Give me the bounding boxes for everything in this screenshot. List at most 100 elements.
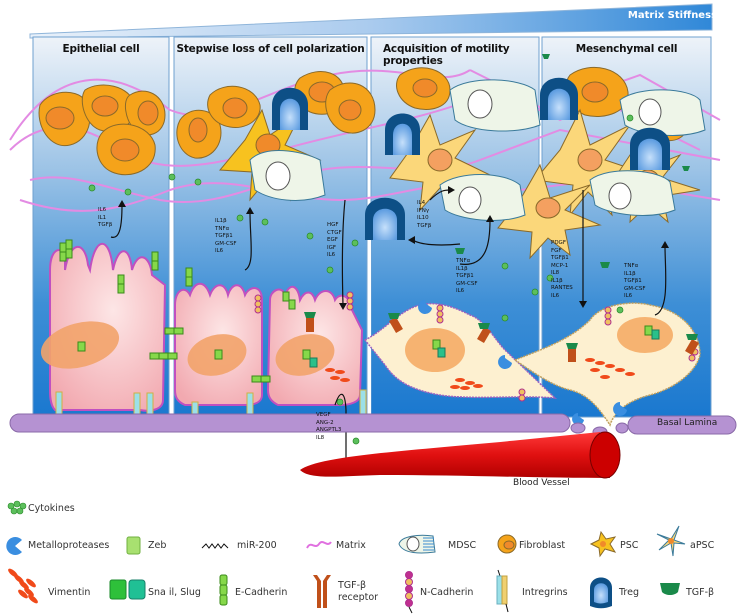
cytokine-label: GM-CSF — [215, 240, 237, 247]
basal-lamina-fragment — [570, 422, 586, 434]
vimentin-clusters — [325, 358, 635, 390]
n-cadherin-markers — [254, 291, 699, 402]
legend-label-tgf-beta: TGF-β — [686, 587, 715, 598]
motile-cell — [363, 303, 558, 399]
matrix-stiffness-label: Matrix Stiffness — [627, 10, 717, 21]
zeb-icon — [126, 536, 141, 555]
basal-lamina-label: Basal Lamina — [657, 418, 718, 428]
legend-label-integrins: Intregrins — [522, 587, 568, 598]
cytokine-label: GM-CSF — [624, 285, 646, 292]
snail-slug-icon — [109, 579, 146, 600]
mesenchymal-cell — [513, 302, 701, 427]
tgf-beta-icon — [660, 583, 680, 595]
cytokine-label: FGF — [551, 247, 562, 254]
basal-lamina-right — [627, 415, 737, 435]
basal-lamina-fragment — [615, 422, 629, 434]
cytokine-label: IL1β — [215, 218, 227, 224]
cytokine-label: IL6 — [624, 293, 633, 299]
e-cadherin-icon — [219, 574, 228, 606]
tgf-beta-receptors — [306, 316, 699, 362]
vimentin-icon — [8, 568, 38, 604]
cytokine-label: PDGF — [551, 240, 566, 246]
blood-vessel-opening — [589, 431, 621, 479]
cytokine-label: TNFα — [456, 258, 471, 264]
cytokine-label: TNFα — [624, 263, 639, 269]
tgf-beta-molecules — [304, 54, 698, 349]
cytokine-label: TGFβ1 — [551, 255, 569, 261]
panel-title-epithelial: Epithelial cell — [62, 43, 140, 55]
legend-label-apsc: aPSC — [690, 540, 715, 551]
legend-label-metalloproteases: Metalloproteases — [28, 540, 110, 551]
legend-label-tgf-beta-receptor: TGF-β receptor — [338, 580, 379, 603]
cytokine-label: GM-CSF — [456, 280, 478, 287]
cytokine-label: IL10 — [417, 215, 429, 221]
cytokine-dots — [88, 114, 634, 470]
cytokine-label: EGF — [327, 237, 338, 243]
blood-vessel — [300, 432, 610, 478]
cytokine-label: IL6 — [551, 292, 560, 299]
treg-icon — [590, 577, 612, 609]
panel-title-motility: Acquisition of motility properties — [383, 43, 510, 67]
cytokine-label: TGFβ — [417, 222, 432, 229]
cytokine-label: RANTES — [551, 285, 573, 291]
basal-lamina-left — [9, 413, 571, 433]
cytokine-label: TGFβ — [98, 222, 113, 228]
e-cadherin-markers — [59, 239, 296, 383]
cytokine-label: IL1β — [624, 270, 636, 277]
legend-label-psc: PSC — [620, 540, 639, 551]
cytokine-label: TNFα — [215, 225, 230, 232]
cytokine-label: HGF — [327, 222, 339, 228]
mir-200-icon — [201, 543, 229, 549]
mdsc-icon — [398, 534, 436, 554]
cytokine-label: TGFβ1 — [456, 273, 474, 279]
epithelial-cell-3 — [266, 285, 364, 406]
cytokine-label: IL6 — [215, 248, 224, 254]
legend-label-zeb: Zeb — [148, 540, 167, 551]
treg-cells — [272, 77, 670, 240]
cytokine-label: TGFβ1 — [215, 233, 233, 239]
n-cadherin-icon — [405, 571, 413, 614]
fibroblast-cluster — [38, 67, 691, 176]
legend-label-snail-slug: Sna il, Slug — [148, 587, 201, 598]
psc-icon — [589, 530, 617, 558]
cytokine-label: IL6 — [327, 252, 336, 258]
legend-label-n-cadherin: N-Cadherin — [420, 587, 474, 598]
cytokine-label: ANG-2 — [316, 419, 334, 426]
legend-label-vimentin: Vimentin — [48, 587, 91, 598]
cytokine-label: IL1β — [456, 265, 468, 272]
legend-label-e-cadherin: E-Cadherin — [235, 587, 288, 598]
cytokine-label: VEGF — [316, 412, 331, 418]
fibroblast-icon — [497, 534, 517, 554]
cytokine-label: IL1β — [551, 277, 563, 284]
legend-label-cytokines: Cytokines — [28, 503, 75, 514]
epithelial-cell-1 — [40, 242, 167, 412]
cytokine-label: CTGF — [327, 229, 342, 236]
cytokine-label: IL8 — [551, 270, 560, 276]
matrix-icon — [306, 541, 332, 549]
panel-title-stepwise: Stepwise loss of cell polarization — [176, 43, 365, 55]
cytokine-label: MCP-1 — [551, 262, 569, 269]
metalloproteases-icon — [6, 537, 22, 555]
cytokine-label: IL1 — [98, 214, 107, 221]
legend-label-fibroblast: Fibroblast — [519, 540, 566, 551]
cytokine-label: IL6 — [456, 288, 465, 294]
matrix-stiffness-gradient — [29, 3, 713, 39]
cytokine-label: IL8 — [316, 434, 325, 441]
legend-label-treg: Treg — [619, 587, 639, 598]
cytokine-label: TGFβ1 — [624, 278, 642, 284]
mdsc-cells — [249, 79, 706, 221]
apsc-icon — [656, 525, 686, 557]
integrins-icon — [496, 569, 509, 613]
cytokine-label: ANGPTL3 — [316, 427, 342, 433]
legend-label-mdsc: MDSC — [448, 540, 477, 551]
cytokine-label: IFNγ — [417, 207, 430, 214]
panel-title-mesenchymal: Mesenchymal cell — [575, 43, 678, 55]
cytokine-label: IGF — [327, 244, 337, 251]
